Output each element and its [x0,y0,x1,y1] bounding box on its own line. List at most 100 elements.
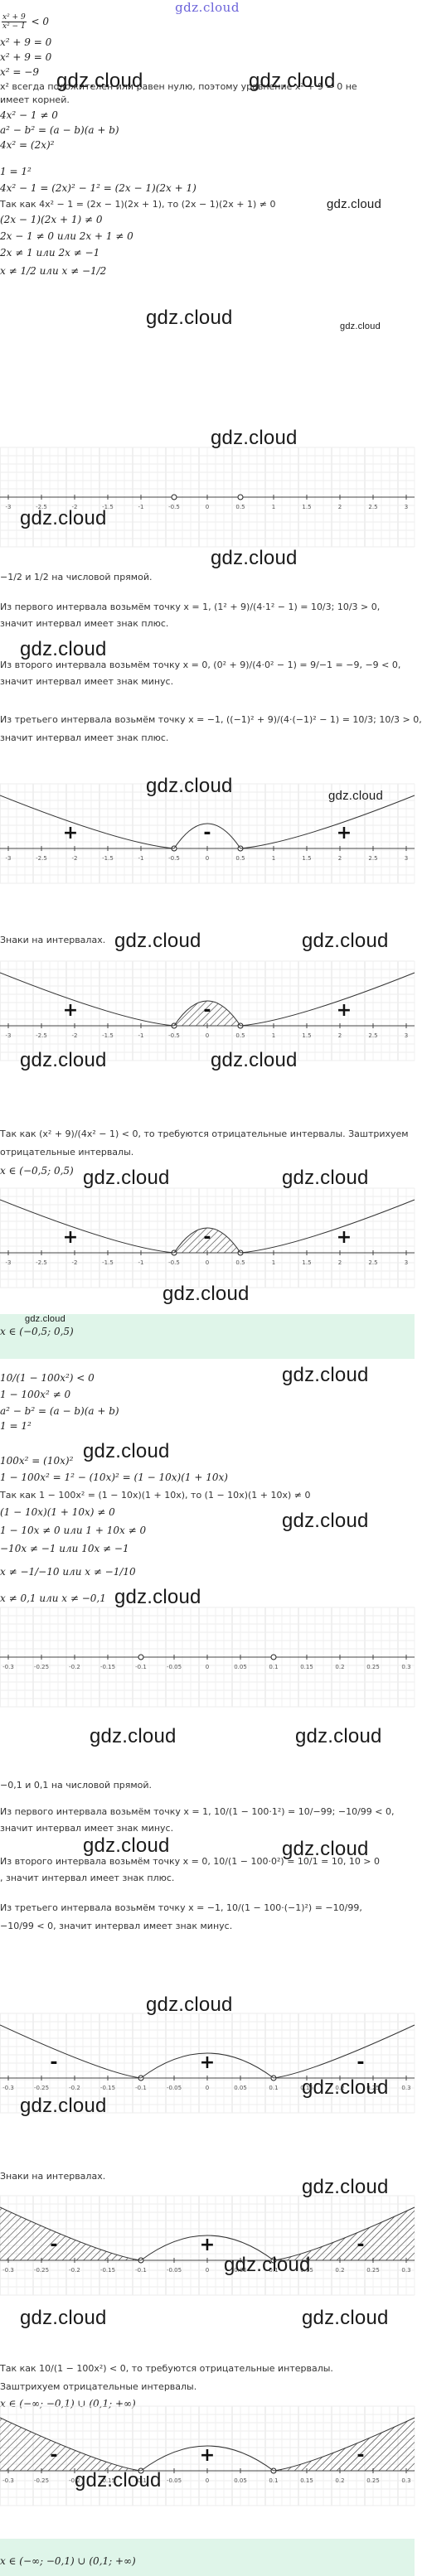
watermark: gdz.cloud [83,1834,170,1857]
tick-label: -0.3 [2,2085,14,2091]
tick-label: 0.2 [335,2267,344,2274]
text-line: Так как 4x² − 1 = (2x − 1)(2x + 1), то (… [0,199,276,210]
tick-label: 0.15 [300,1664,313,1670]
sign-arc [140,2235,274,2261]
tick-label: 0 [206,2267,209,2274]
tick-label: 1 [272,855,275,862]
interval-sign: + [63,823,78,843]
interval-sign: + [63,1000,78,1021]
tick-label: 2 [338,855,342,862]
test-point-1: Из первого интервала возьмём точку x = 1… [0,602,381,612]
eq-line: 10/(1 − 100x²) < 0 [0,1372,95,1384]
watermark: gdz.cloud [302,2307,389,2329]
sign-arc [240,795,415,849]
eq-line: x² + 9 = 0 [0,51,52,63]
tick-label: -0.2 [69,2477,80,2484]
tick-label: -0.1 [135,2267,147,2274]
sign-arc [273,2024,415,2079]
sign-arc [0,2206,142,2261]
tick-label: -0.2 [69,1664,80,1670]
eq-line: 2x − 1 ≠ 0 или 2x + 1 ≠ 0 [0,230,133,242]
hatched-region [274,2418,415,2471]
hatched-region [274,2207,415,2260]
eq-line: 100x² = (10x)² [0,1455,74,1467]
tick-label: 2 [338,1032,342,1039]
text-line: имеет корней. [0,94,70,105]
eq-line: (2x − 1)(2x + 1) ≠ 0 [0,214,103,225]
tick-label: 3 [405,504,408,510]
tick-label: 0 [206,855,209,862]
tick-label: 0.25 [366,2267,380,2274]
tick-label: -0.5 [168,1259,180,1266]
tick-label: 0.5 [235,855,245,862]
site-title[interactable]: gdz.cloud [175,0,240,15]
sign-arc [173,823,241,849]
watermark: gdz.cloud [75,2469,162,2491]
tick-label: -2 [72,504,78,510]
eq-line: a² − b² = (a − b)(a + b) [0,124,119,136]
tick-label: -0.15 [100,2267,115,2274]
sign-arc [273,2417,415,2472]
sign-arc [140,2445,274,2472]
root-point [171,494,177,500]
watermark: gdz.cloud [282,1167,369,1189]
tick-label: -3 [6,855,12,862]
interval-sign: - [50,2052,57,2073]
tick-label: -0.1 [135,1664,147,1670]
answer-line: x ∈ (−0,5; 0,5) [0,1165,74,1177]
eq-line: 2x ≠ 1 или 2x ≠ −1 [0,247,100,259]
watermark: gdz.cloud [83,1167,170,1189]
watermark: gdz.cloud [282,1838,369,1860]
tick-label: 2.5 [368,855,377,862]
eq-line: −10x ≠ −1 или 10x ≠ −1 [0,1543,129,1554]
tick-label: -3 [6,1259,12,1266]
tick-label: -3 [6,1032,12,1039]
tick-label: 0.5 [235,504,245,510]
conclusion-4: Заштрихуем отрицательные интервалы. [0,2381,197,2392]
eq-line: 4x² − 1 = (2x)² − 1² = (2x − 1)(2x + 1) [0,182,196,194]
watermark: gdz.cloud [20,507,107,529]
tick-label: 3 [405,1259,408,1266]
interval-sign: + [200,2445,215,2466]
tick-label: 0 [206,2085,209,2091]
tick-label: 1.5 [302,1032,311,1039]
answer-band-2: x ∈ (−∞; −0,1) ∪ (0,1; +∞) [0,2539,415,2576]
tick-label: 0.1 [269,1664,278,1670]
tick-label: -1.5 [102,1032,114,1039]
tick-label: -0.3 [2,1664,14,1670]
watermark: gdz.cloud [224,2254,311,2276]
watermark: gdz.cloud [146,775,233,797]
eq-line: x ≠ 0,1 или x ≠ −0,1 [0,1592,106,1604]
watermark: gdz.cloud [20,1049,107,1071]
sign-arc [0,1199,175,1254]
frac-den: x² − 1 [2,22,26,31]
tick-label: 1.5 [302,855,311,862]
watermark: gdz.cloud [146,307,233,329]
sign-arc [173,1227,241,1254]
axis-caption-2: −0,1 и 0,1 на числовой прямой. [0,1780,153,1791]
tick-label: 0.05 [234,2267,247,2274]
text-line: x² всегда положителен или равен нулю, по… [0,81,357,92]
sign-arc [140,2052,274,2079]
interval-sign: - [357,2235,364,2255]
tick-label: 0.2 [335,1664,344,1670]
tick-label: 0.05 [234,2085,247,2091]
watermark: gdz.cloud [114,1586,201,1608]
tick-label: 1 [272,1259,275,1266]
interval-sign: - [203,1000,211,1021]
tick-label: 0 [206,2477,209,2484]
watermark: gdz.cloud [282,1510,369,1532]
tick-label: -2 [72,1259,78,1266]
watermark: gdz.cloud [162,1283,250,1305]
tick-label: 0.1 [269,2477,278,2484]
test-point-2b: значит интервал имеет знак минус. [0,676,174,687]
